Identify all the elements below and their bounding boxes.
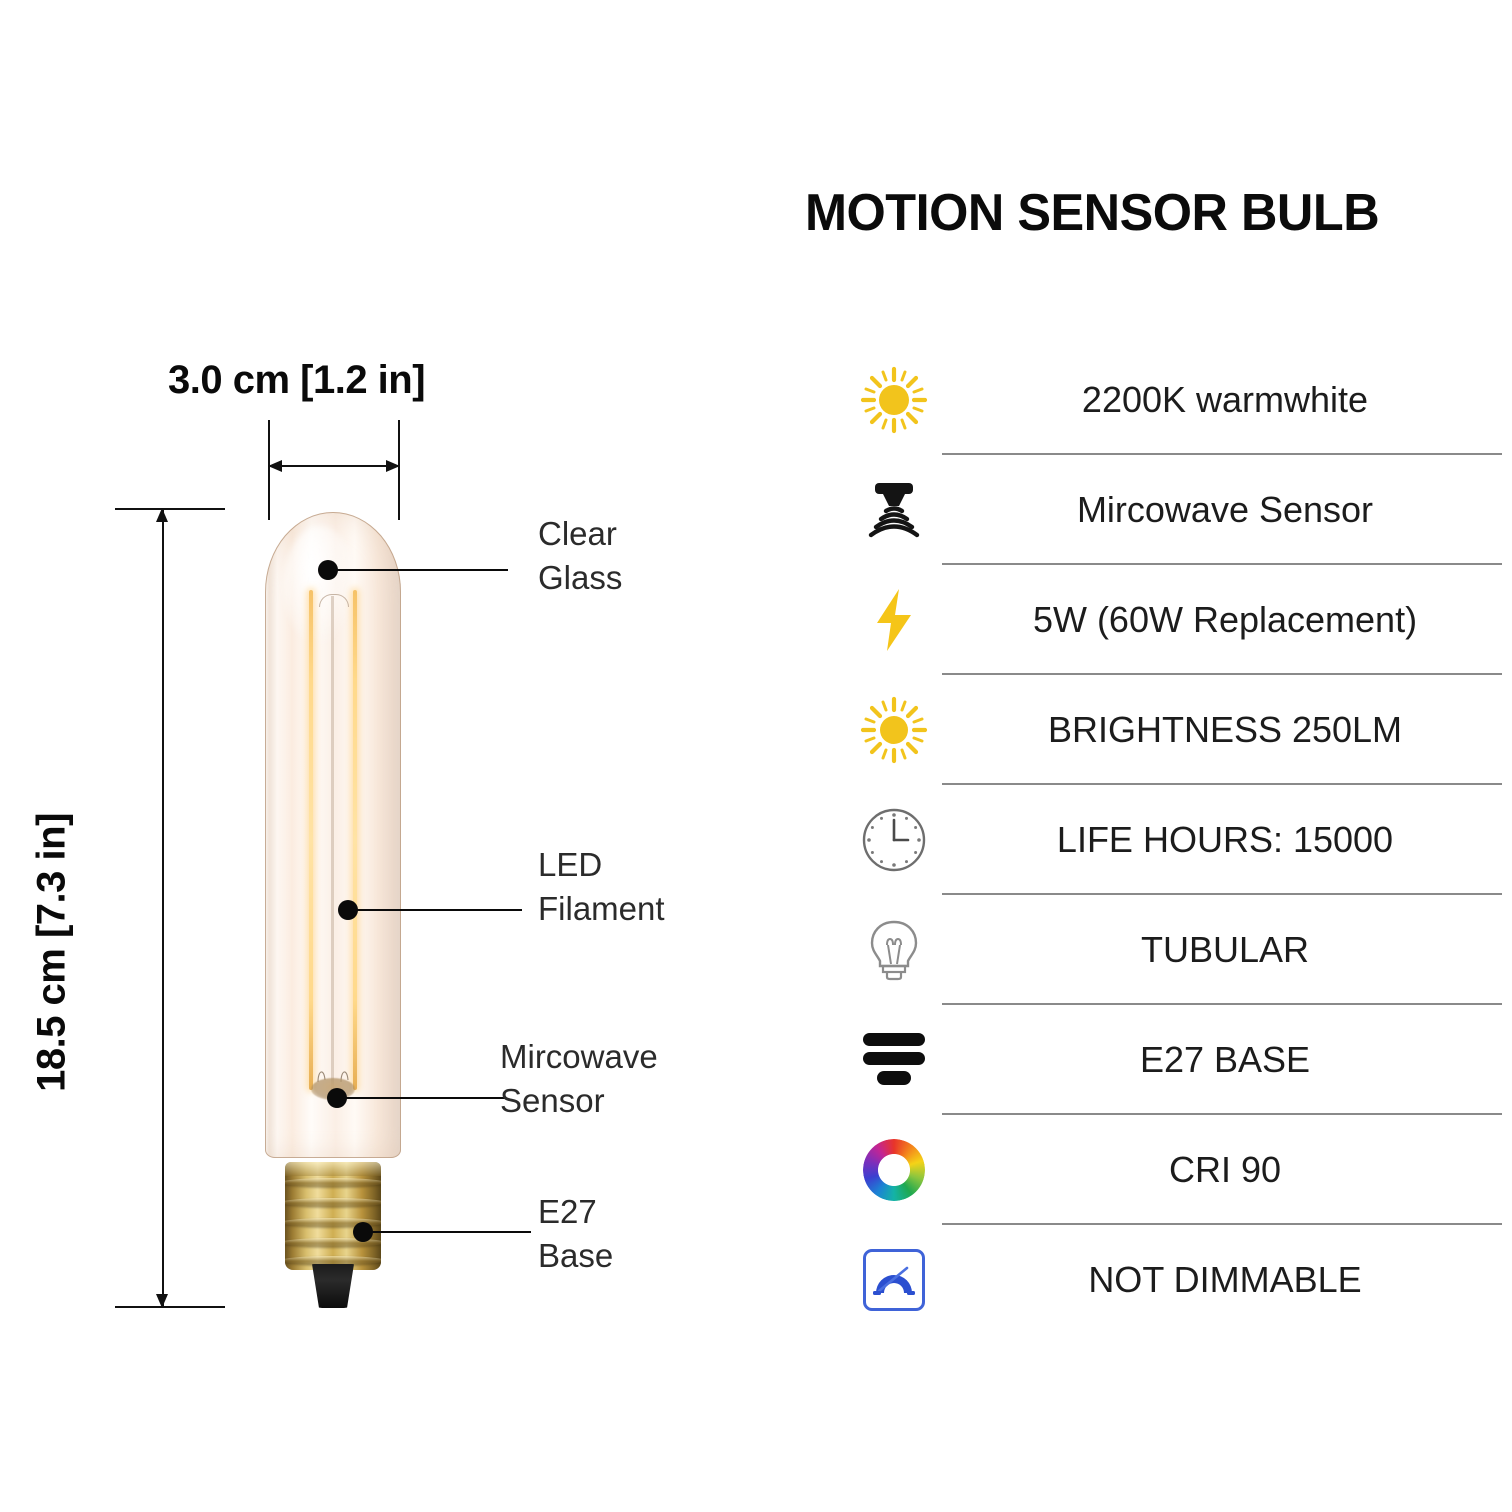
spec-panel: MOTION SENSOR BULB [790,0,1512,1512]
e27-brass-base [285,1162,381,1270]
bulb-glass-envelope [265,512,401,1158]
spec-value: E27 BASE [1139,1039,1311,1080]
spec-value: BRIGHTNESS 250LM [1047,709,1403,750]
height-arrow-up-icon [156,508,168,522]
height-arrow-down-icon [156,1294,168,1308]
base-thread [285,1238,381,1247]
spec-value: NOT DIMMABLE [1088,1259,1362,1300]
spec-row-brightness: BRIGHTNESS 250LM [790,675,1512,785]
height-extension-line-bottom [115,1306,225,1308]
callout-dot-clear-glass [318,560,338,580]
product-dimension-diagram: 3.0 cm [1.2 in] 18.5 cm [7.3 in] [29,358,665,1308]
not-dimmable-icon [858,1244,930,1316]
callout-line-microwave-sensor [339,1097,505,1099]
led-filament-strip-right [353,590,357,1090]
spec-list: 2200K warmwhite Mircowave Sensor [790,345,1512,1335]
spec-row-wattage: 5W (60W Replacement) [790,565,1512,675]
width-arrow-right-icon [386,460,400,472]
height-extension-line-top [115,508,225,510]
width-dimension-line [268,465,400,467]
spec-divider [942,563,1502,565]
glass-highlight [283,526,357,646]
spec-divider [942,1003,1502,1005]
bulb-outline-icon [858,914,930,986]
spec-value: CRI 90 [1168,1149,1282,1190]
height-dimension-line [162,508,164,1308]
callout-dot-led-filament [338,900,358,920]
spec-divider [942,893,1502,895]
callout-line-clear-glass [330,569,508,571]
spec-row-life-hours: LIFE HOURS: 15000 [790,785,1512,895]
spec-row-base-type: E27 BASE [790,1005,1512,1115]
base-collar [285,1162,381,1176]
sun-icon [858,364,930,436]
base-thread [285,1218,381,1227]
spec-value: LIFE HOURS: 15000 [1056,819,1394,860]
spec-divider [942,783,1502,785]
width-dimension-label: 3.0 cm [1.2 in] [168,358,426,402]
callout-dot-microwave-sensor [327,1088,347,1108]
screw-base-icon [858,1024,930,1096]
base-thread [285,1178,381,1187]
bulb-glass-stem [331,596,334,1094]
callout-label-microwave-sensor: Mircowave Sensor [500,1038,658,1119]
spec-divider [942,453,1502,455]
height-dimension-label: 18.5 cm [7.3 in] [29,813,74,1092]
spec-divider [942,673,1502,675]
spec-divider [942,1223,1502,1225]
clock-icon [858,804,930,876]
base-thread [285,1256,381,1265]
lightning-bolt-icon [858,584,930,656]
spec-value: 5W (60W Replacement) [1032,599,1418,640]
motion-sensor-icon [858,474,930,546]
callout-dot-e27-base [353,1222,373,1242]
base-insulator-tip [312,1264,354,1308]
led-filament-strip-left [309,590,313,1090]
callout-line-e27-base [365,1231,531,1233]
spec-row-sensor-type: Mircowave Sensor [790,455,1512,565]
spec-value: TUBULAR [1140,929,1310,970]
callout-line-led-filament [350,909,522,911]
callout-label-e27-base: E27 Base [538,1193,614,1274]
callout-label-clear-glass: Clear Glass [538,515,623,596]
spec-value: 2200K warmwhite [1081,379,1369,420]
spec-row-color-temperature: 2200K warmwhite [790,345,1512,455]
color-wheel-icon [858,1134,930,1206]
spec-value: Mircowave Sensor [1076,489,1374,530]
base-thread [285,1198,381,1207]
spec-row-shape: TUBULAR [790,895,1512,1005]
spec-divider [942,1113,1502,1115]
width-arrow-left-icon [268,460,282,472]
spec-row-dimmability: NOT DIMMABLE [790,1225,1512,1335]
sun-icon [858,694,930,766]
page-title: MOTION SENSOR BULB [805,184,1380,242]
callout-label-led-filament: LED Filament [538,846,665,927]
spec-row-cri: CRI 90 [790,1115,1512,1225]
